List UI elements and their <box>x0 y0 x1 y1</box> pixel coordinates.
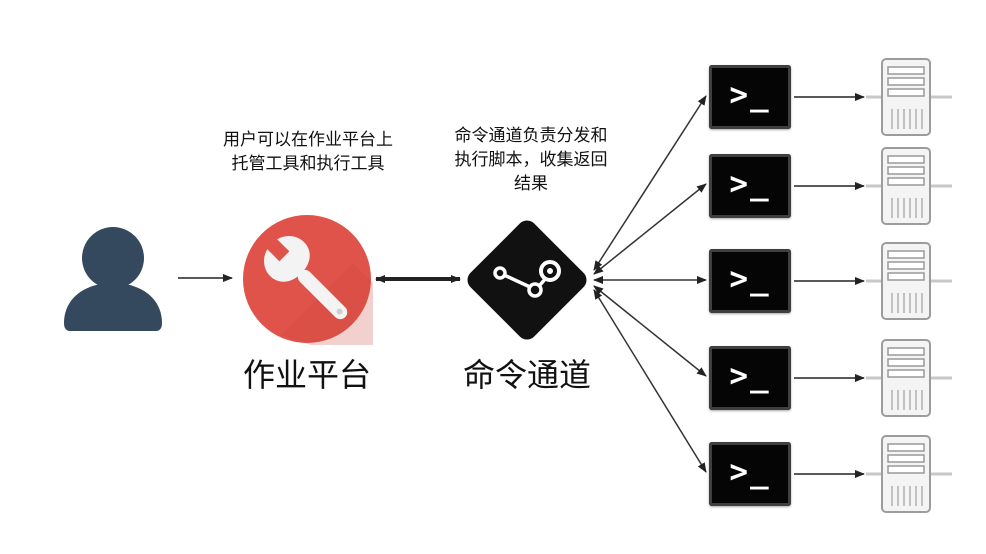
terminal-prompt: >_ <box>729 261 771 297</box>
platform-note: 用户可以在作业平台上 托管工具和执行工具 <box>196 128 420 176</box>
platform-label: 作业平台 <box>242 356 371 394</box>
terminal-icon-1: >_ <box>709 65 791 129</box>
channel-note-line-1: 命令通道负责分发和 <box>454 126 608 146</box>
terminal-icon-3: >_ <box>709 249 791 313</box>
server-icon <box>866 58 952 136</box>
platform-note-line-1: 用户可以在作业平台上 <box>223 130 393 150</box>
arrow-channel-terminal-2 <box>593 183 707 275</box>
terminal-prompt: >_ <box>729 166 771 202</box>
arrow-channel-terminal-5 <box>593 289 707 473</box>
wrench-icon <box>243 215 373 345</box>
channel-note-line-3: 结果 <box>514 174 548 194</box>
user-icon <box>64 227 162 331</box>
terminal-prompt: >_ <box>729 77 771 113</box>
server-icon <box>866 242 952 320</box>
channel-diamond-icon <box>467 220 587 340</box>
terminal-icon-2: >_ <box>709 154 791 218</box>
server-icon <box>866 339 952 417</box>
terminal-prompt: >_ <box>729 358 771 394</box>
terminal-prompt: >_ <box>729 454 771 490</box>
channel-note-line-2: 执行脚本，收集返回 <box>454 150 608 170</box>
terminal-icon-4: >_ <box>709 346 791 410</box>
terminal-icon-5: >_ <box>709 442 791 506</box>
channel-note: 命令通道负责分发和 执行脚本，收集返回 结果 <box>424 124 638 196</box>
channel-label: 命令通道 <box>462 356 591 394</box>
server-icon <box>866 435 952 513</box>
platform-note-line-2: 托管工具和执行工具 <box>231 154 385 174</box>
server-icon <box>866 147 952 225</box>
